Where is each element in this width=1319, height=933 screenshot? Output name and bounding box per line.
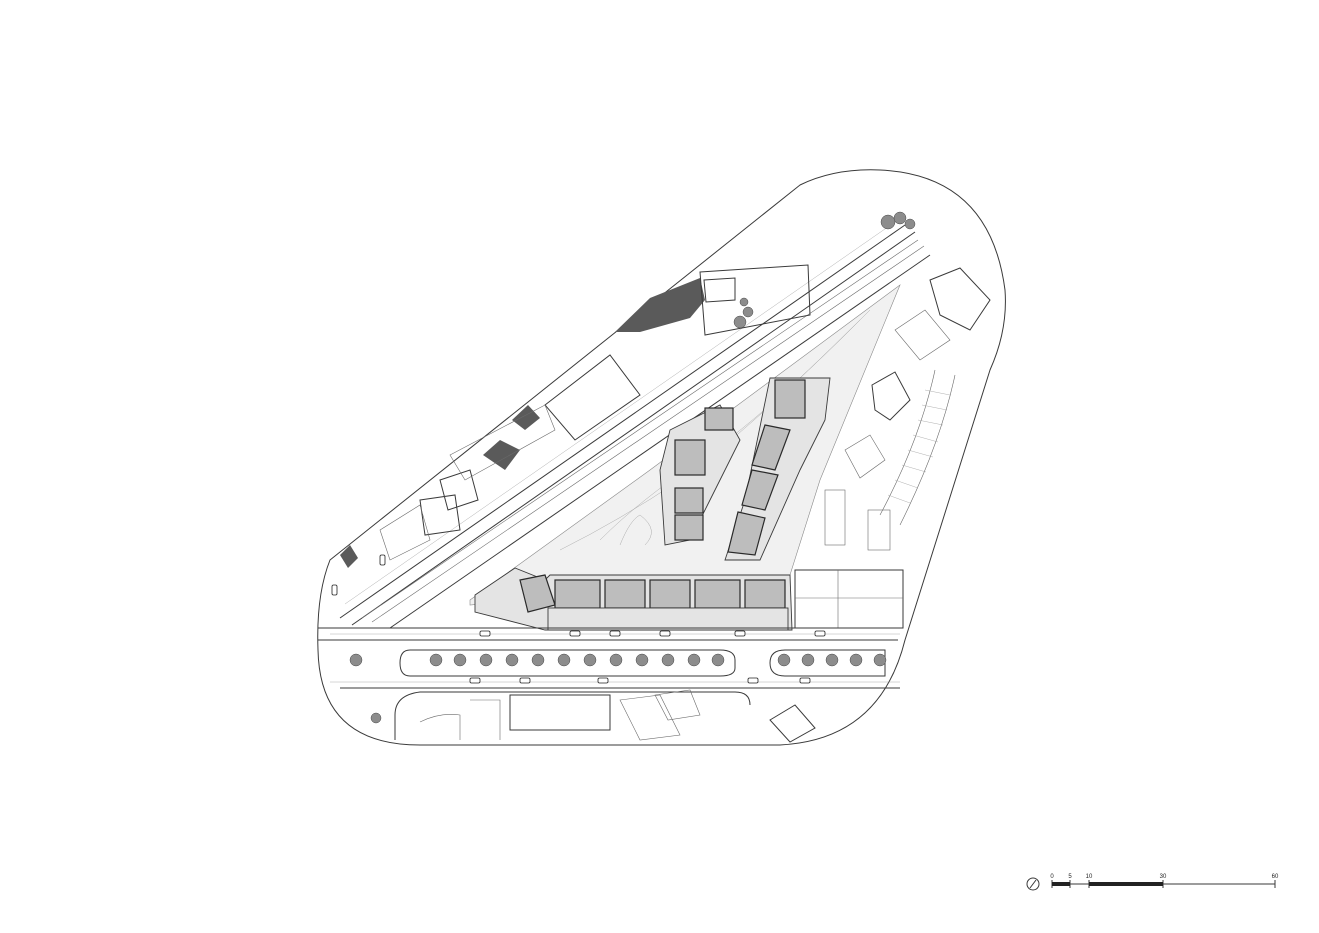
scale-label-60: 60	[1272, 874, 1279, 880]
street-trees	[349, 653, 887, 724]
scale-bar: 0 5 10 30 60	[1050, 874, 1279, 888]
scale-label-5: 5	[1068, 874, 1072, 880]
site-boundary	[317, 169, 1006, 746]
railway-corridor	[339, 221, 931, 629]
cars	[331, 554, 826, 684]
boulevard	[318, 627, 900, 689]
neighbour-buildings-south	[394, 689, 816, 743]
scale-label-10: 10	[1086, 874, 1093, 880]
trees-north	[733, 211, 916, 329]
scale-label-0: 0	[1050, 874, 1054, 880]
neighbour-buildings-northwest	[379, 264, 811, 561]
scale-label-30: 30	[1160, 874, 1167, 880]
project-buildings	[474, 377, 831, 631]
neighbour-buildings-east	[794, 267, 991, 629]
north-arrow-icon	[1026, 877, 1040, 891]
